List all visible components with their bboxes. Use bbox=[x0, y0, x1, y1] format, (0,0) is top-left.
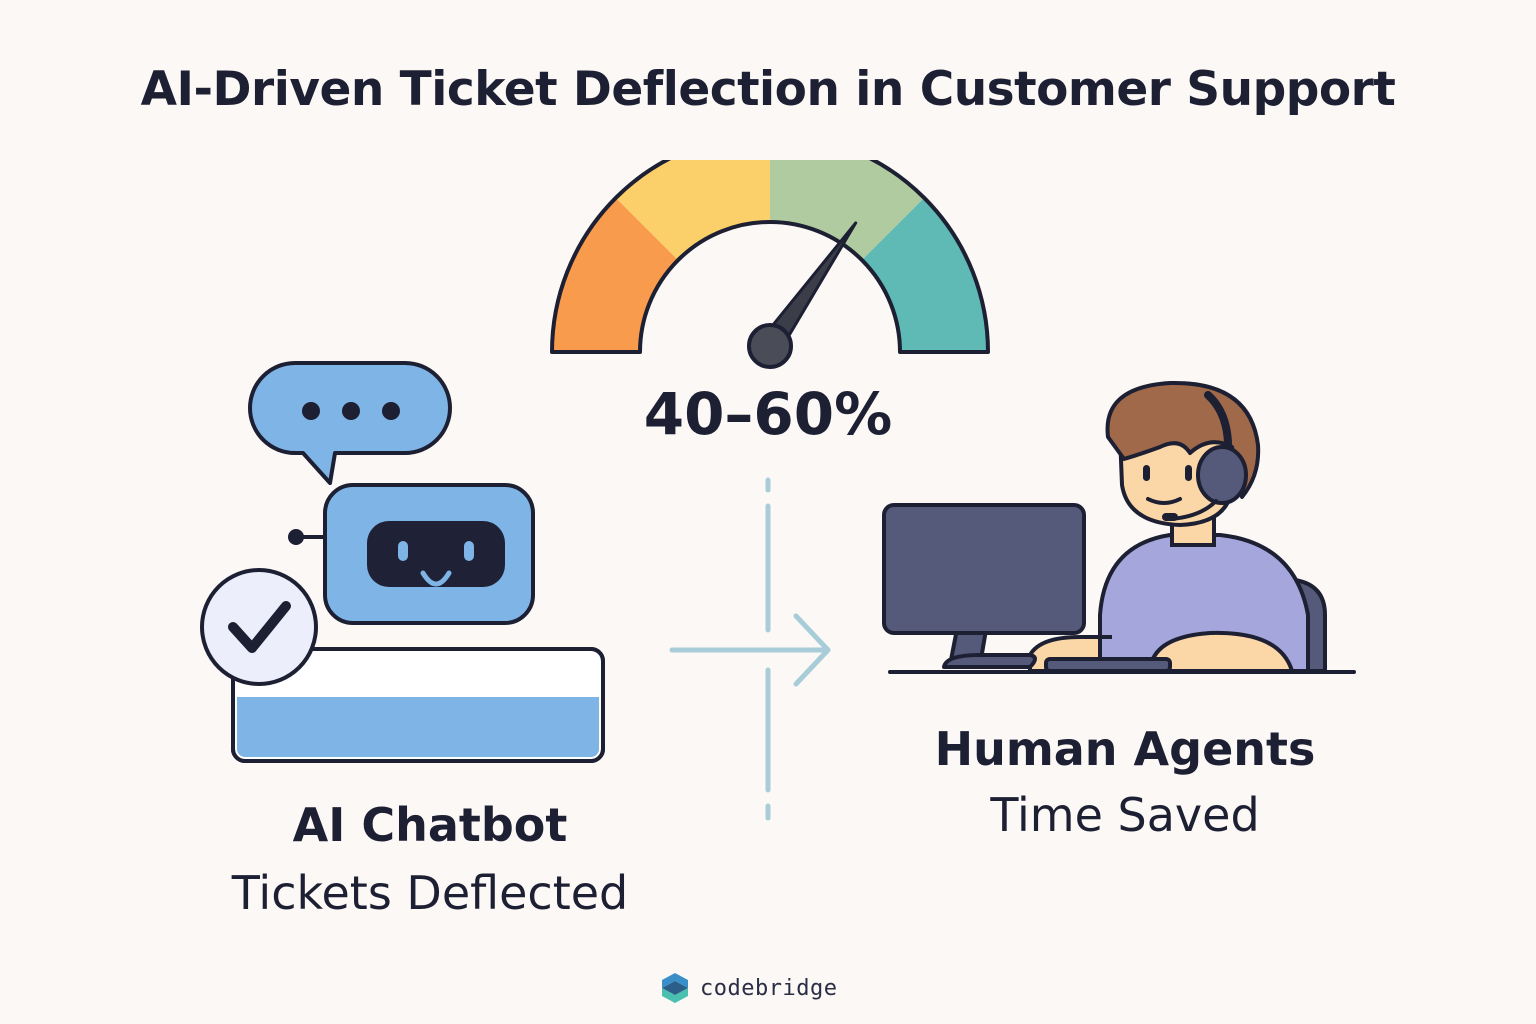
chatbot-illustration bbox=[200, 361, 605, 763]
deflection-percentage: 40–60% bbox=[643, 380, 893, 448]
gauge-segment bbox=[615, 160, 770, 261]
flow-arrow bbox=[669, 477, 831, 821]
agents-title: Human Agents bbox=[934, 722, 1316, 776]
chatbot-subtitle: Tickets Deflected bbox=[231, 866, 629, 920]
checkmark-icon bbox=[200, 568, 318, 686]
brand-logo: codebridge bbox=[660, 968, 837, 1008]
codebridge-logo-icon bbox=[662, 973, 688, 1003]
human-agent-illustration bbox=[882, 380, 1356, 674]
speech-bubble-icon bbox=[248, 361, 452, 485]
ticket-icon bbox=[231, 647, 605, 763]
brand-name: codebridge bbox=[700, 975, 838, 1001]
agent-headset-icon bbox=[1028, 380, 1327, 673]
gauge-segment bbox=[861, 197, 988, 352]
gauge-outline bbox=[550, 160, 990, 354]
gauge-segment bbox=[552, 197, 679, 352]
gauge-chart bbox=[550, 160, 990, 369]
agents-subtitle: Time Saved bbox=[990, 788, 1260, 842]
page-title: AI-Driven Ticket Deflection in Customer … bbox=[140, 62, 1396, 117]
gauge-hub bbox=[747, 323, 793, 369]
gauge-needle bbox=[747, 221, 858, 369]
chatbot-title: AI Chatbot bbox=[292, 798, 568, 852]
robot-icon bbox=[288, 483, 535, 625]
gauge-segment bbox=[770, 160, 925, 261]
